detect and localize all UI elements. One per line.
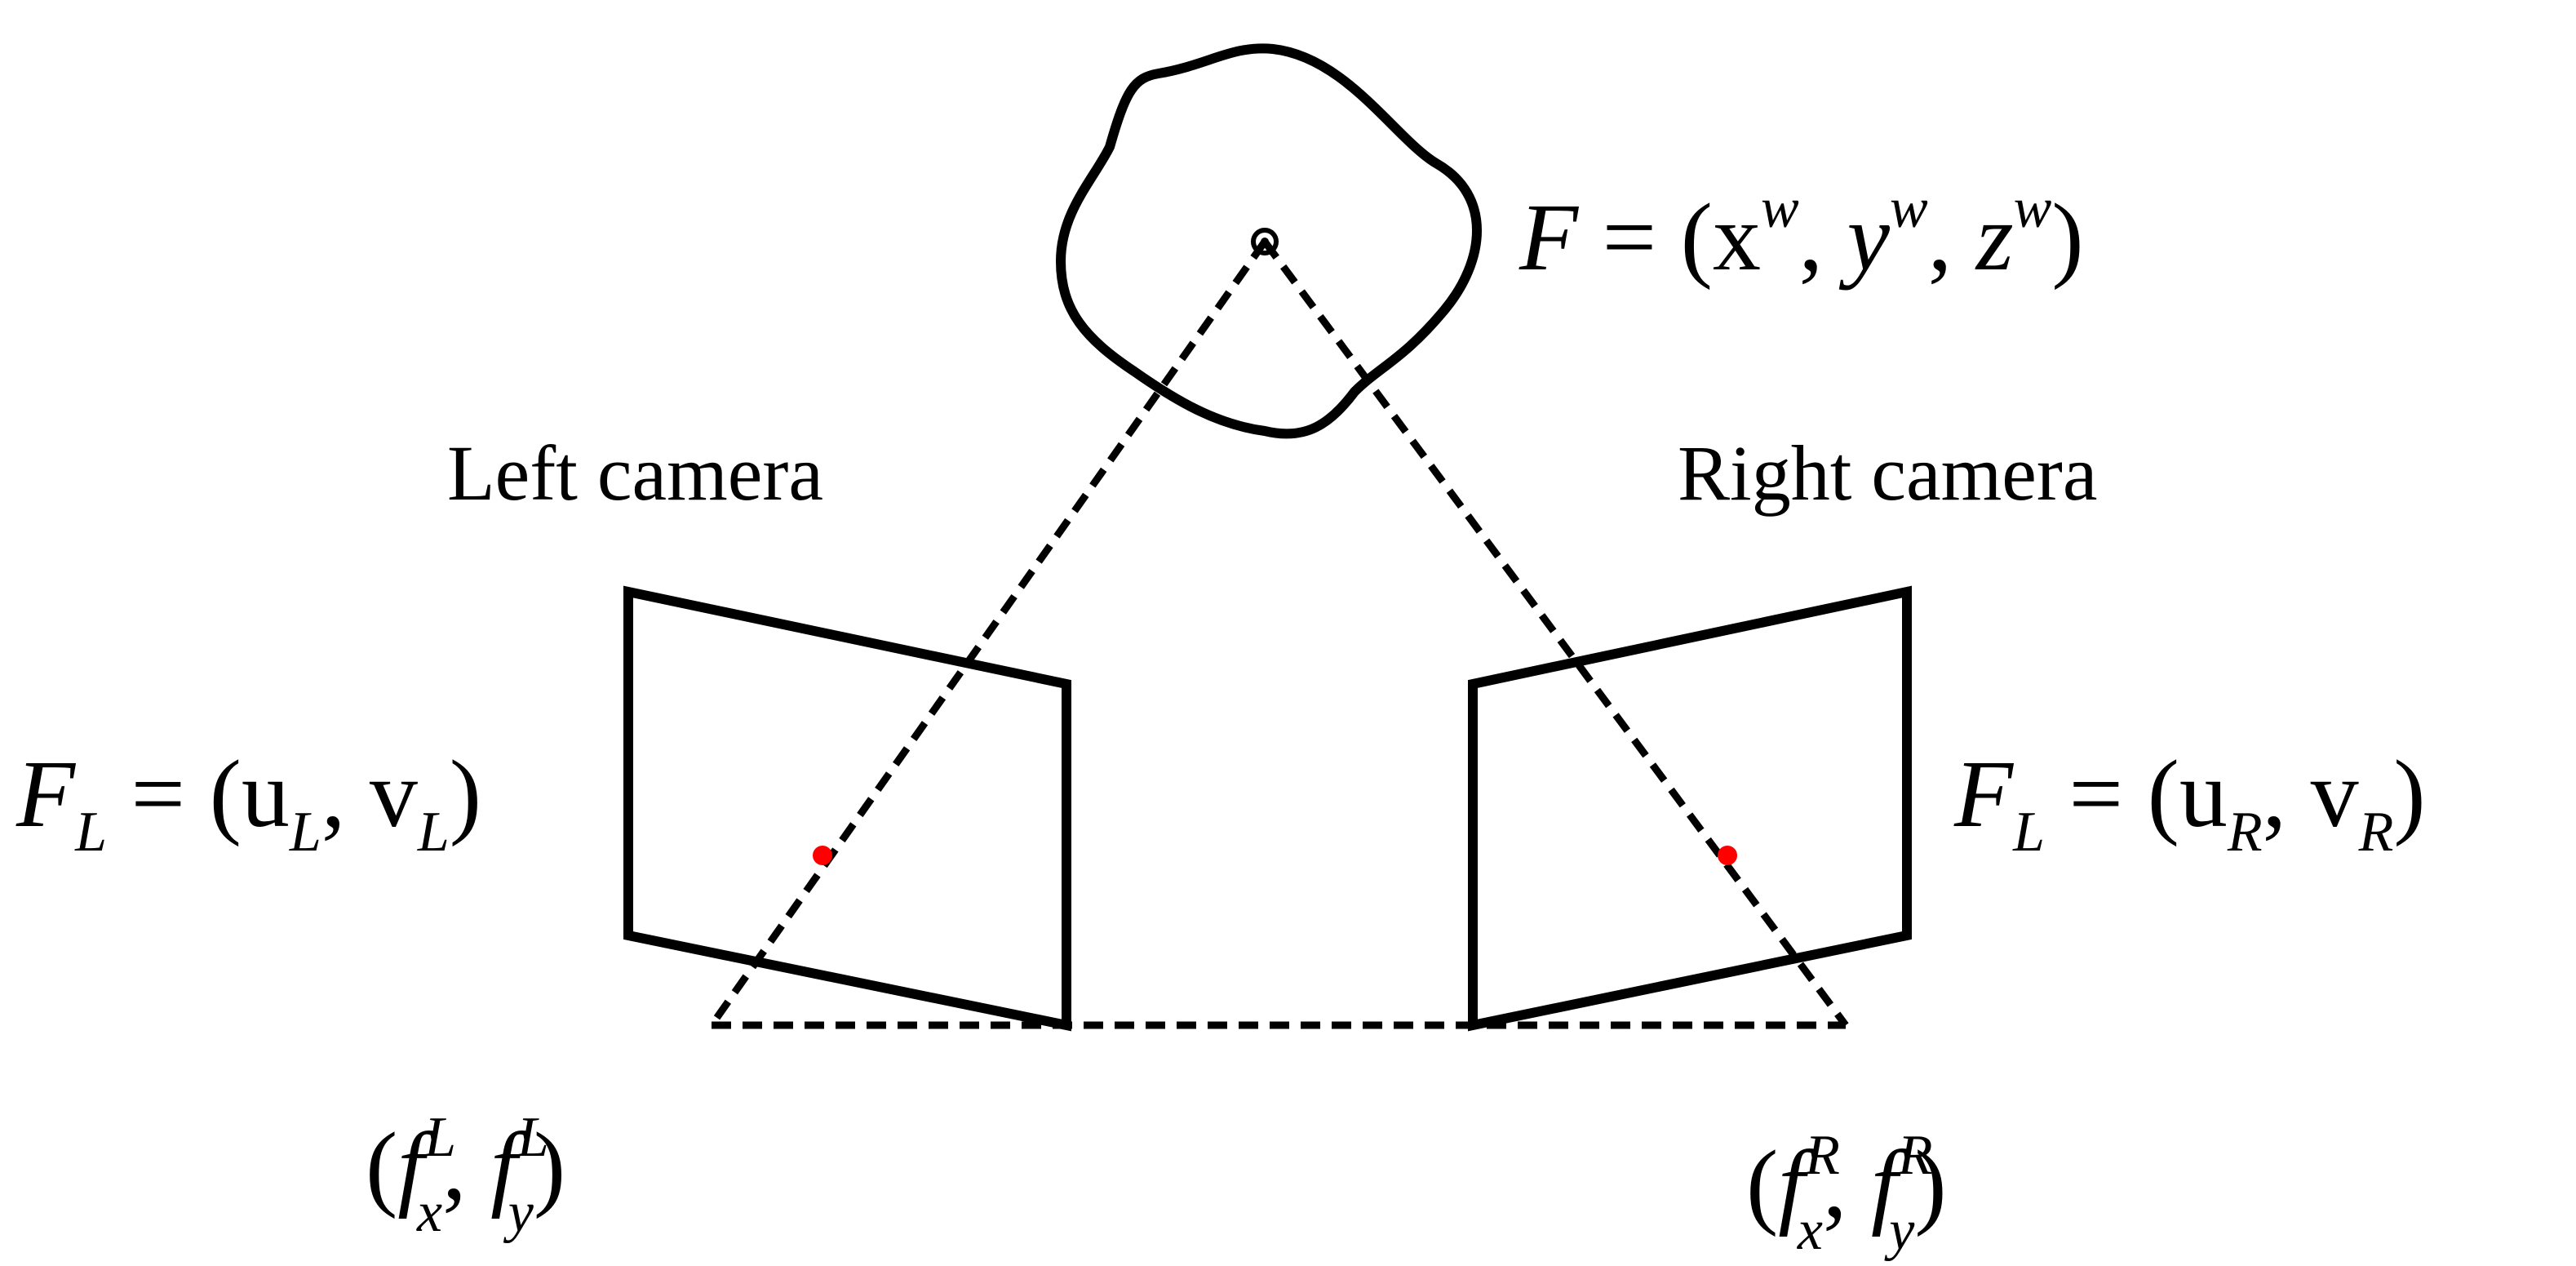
right-projection-point bbox=[1718, 846, 1737, 865]
world-point-marker bbox=[1251, 228, 1279, 255]
left-image-plane bbox=[623, 585, 1071, 1032]
left-image-point-formula: FL = (uL, vL) bbox=[16, 740, 481, 864]
left-camera-label: Left camera bbox=[447, 429, 823, 517]
right-image-point-formula: FL = (uR, vR) bbox=[1953, 740, 2426, 864]
right-camera-label: Right camera bbox=[1678, 429, 2097, 517]
left-projection-point bbox=[813, 846, 832, 865]
object-outline bbox=[1056, 43, 1482, 439]
right-projection-ray bbox=[1261, 239, 1849, 1028]
right-image-plane bbox=[1468, 585, 1912, 1032]
left-projection-ray bbox=[708, 239, 1268, 1028]
world-point-formula: F = (xw, yw, zw) bbox=[1519, 177, 2084, 291]
